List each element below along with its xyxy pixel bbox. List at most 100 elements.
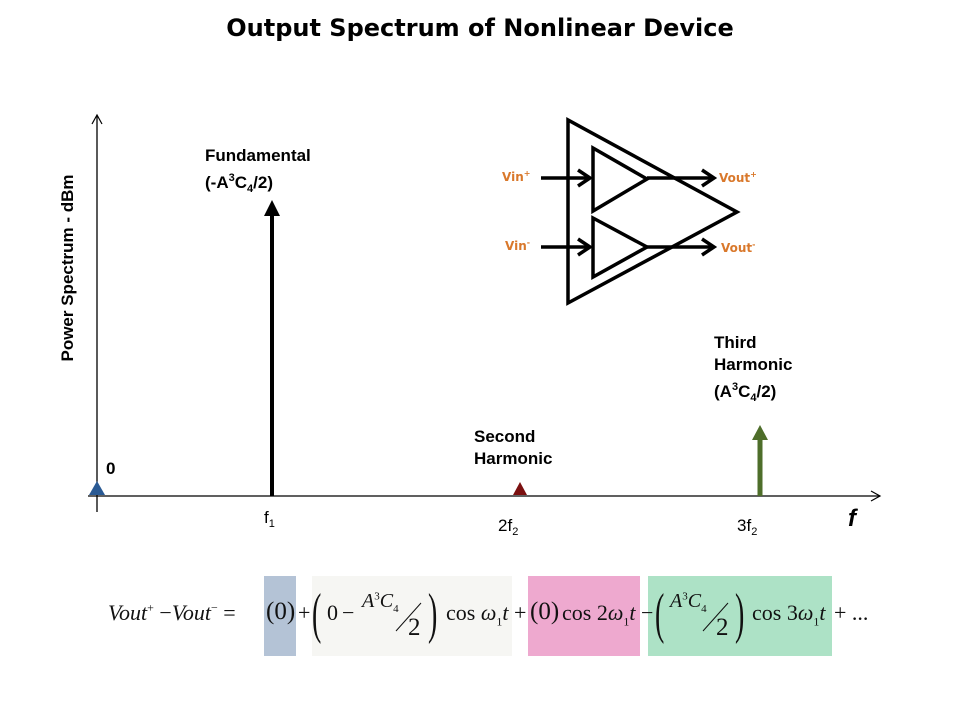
tick-3f2: 3f2 xyxy=(737,516,757,538)
expr-sub: 4 xyxy=(750,392,757,404)
fundamental-label-expr: (-A3C4/2) xyxy=(205,167,311,200)
plus-sign-1: + xyxy=(298,600,311,625)
t-var: t xyxy=(819,600,826,625)
tick-f1-sub: 1 xyxy=(268,518,275,530)
x-axis-label: f xyxy=(848,505,856,532)
expr-mid: C xyxy=(234,173,248,192)
dc-term-highlight xyxy=(264,576,296,656)
third-harmonic-term-highlight xyxy=(648,576,832,656)
vout-minus-arrowhead xyxy=(701,237,718,257)
term1-numerator: A3C4 xyxy=(362,590,399,615)
vout-plus-label: Vout+ xyxy=(719,170,757,185)
omega: ω xyxy=(607,600,624,625)
vout-minus-symbol: Vout xyxy=(171,600,211,625)
equals-sign: = xyxy=(223,600,236,625)
num-c: C xyxy=(687,590,702,612)
vin-plus-base: Vin xyxy=(502,170,524,184)
expr-mid: C xyxy=(738,382,751,401)
vout-plus-sup: + xyxy=(750,170,757,179)
expr-open: (-A xyxy=(205,173,229,192)
vout-plus-base: Vout xyxy=(719,171,751,185)
vin-minus-base: Vin xyxy=(505,239,527,253)
vin-minus-sup: - xyxy=(526,238,531,247)
vout-minus-sup: − xyxy=(210,600,218,615)
minus-sign-3: − xyxy=(641,600,654,625)
y-axis-arrowhead xyxy=(91,113,103,125)
num-a: A xyxy=(362,590,375,612)
vin-plus-label: Vin+ xyxy=(502,169,530,184)
omega-sub: 1 xyxy=(813,614,820,629)
equation-tail: + ... xyxy=(834,600,869,625)
cos-func: cos xyxy=(446,600,476,625)
origin-marker xyxy=(89,481,105,495)
term1-minus: − xyxy=(342,600,355,625)
third-harmonic-label: Third Harmonic (A3C4/2) xyxy=(714,332,792,409)
omega: ω xyxy=(480,600,497,625)
term1-open-paren: ( xyxy=(312,583,322,645)
tick-2f2-sub: 2 xyxy=(512,526,519,538)
y-axis-label: Power Spectrum - dBm xyxy=(58,174,77,362)
vin-minus-arrowhead xyxy=(577,237,594,257)
omega-sub: 1 xyxy=(623,614,630,629)
page-title: Output Spectrum of Nonlinear Device xyxy=(226,14,734,42)
term1-close-paren: ) xyxy=(428,583,438,645)
cos-func: cos xyxy=(752,600,782,625)
multiplier: 3 xyxy=(786,600,798,625)
tick-3f2-sub: 2 xyxy=(751,526,758,538)
vin-plus-arrowhead xyxy=(577,168,594,188)
num-sub: 4 xyxy=(393,603,399,615)
plus-sign-2: + xyxy=(514,600,527,625)
expr-sup: 3 xyxy=(731,381,739,393)
term1-denominator: 2 xyxy=(408,614,421,641)
second-harmonic-label: Second Harmonic xyxy=(474,426,552,470)
lower-amplifier-triangle xyxy=(591,215,651,280)
expr-close: /2) xyxy=(756,382,777,401)
num-c: C xyxy=(379,590,394,612)
vout-plus-symbol: Vout xyxy=(108,600,148,625)
origin-label: 0 xyxy=(106,459,116,478)
t-var: t xyxy=(629,600,636,625)
vout-minus-base: Vout xyxy=(721,241,753,255)
vin-plus-sup: + xyxy=(523,169,531,178)
expr-sup: 3 xyxy=(228,172,235,184)
equation-lhs: Vout+ −Vout− = xyxy=(108,600,236,626)
term1-cos: cos ω1t xyxy=(446,600,509,629)
second-harmonic-marker xyxy=(513,482,527,495)
dc-term: (0) xyxy=(266,598,296,625)
term3-close-paren: ) xyxy=(735,583,745,645)
third-harmonic-label-line2: Harmonic xyxy=(714,355,793,374)
second-harmonic-term-highlight xyxy=(528,576,640,656)
term3-numerator: A3C4 xyxy=(670,590,707,615)
tick-2f2-base: 2f xyxy=(498,516,513,535)
num-sup: 3 xyxy=(374,590,380,603)
expr-sub: 4 xyxy=(247,183,254,195)
tick-f1: f1 xyxy=(264,508,275,530)
term2-cos: cos 2ω1t xyxy=(562,600,636,629)
omega-sub: 1 xyxy=(496,614,503,629)
fundamental-label: Fundamental (-A3C4/2) xyxy=(205,145,311,200)
outer-amplifier-triangle xyxy=(566,117,741,306)
x-axis-arrowhead xyxy=(870,490,882,502)
differential-amplifier xyxy=(541,117,741,306)
t-var: t xyxy=(502,600,509,625)
tick-3f2-base: 3f xyxy=(737,516,752,535)
term1-zero: 0 xyxy=(327,600,338,625)
term2-coef: (0) xyxy=(530,598,560,625)
term3-cos: cos 3ω1t xyxy=(752,600,826,629)
third-harmonic-arrow-head xyxy=(752,425,768,440)
cos-func: cos xyxy=(562,600,592,625)
expr-open: (A xyxy=(714,382,732,401)
vout-minus-sup: - xyxy=(752,240,756,249)
third-harmonic-label-line1: Third xyxy=(714,333,757,352)
minus-sign: − xyxy=(159,600,172,625)
fundamental-arrow-head xyxy=(264,200,280,216)
multiplier: 2 xyxy=(596,600,608,625)
num-sup: 3 xyxy=(682,590,688,603)
vout-plus-sup: + xyxy=(147,600,154,615)
num-a: A xyxy=(670,590,683,612)
num-sub: 4 xyxy=(701,603,707,615)
term3-denominator: 2 xyxy=(716,614,729,641)
vout-plus-arrowhead xyxy=(701,168,718,188)
second-harmonic-label-line1: Second xyxy=(474,427,536,446)
